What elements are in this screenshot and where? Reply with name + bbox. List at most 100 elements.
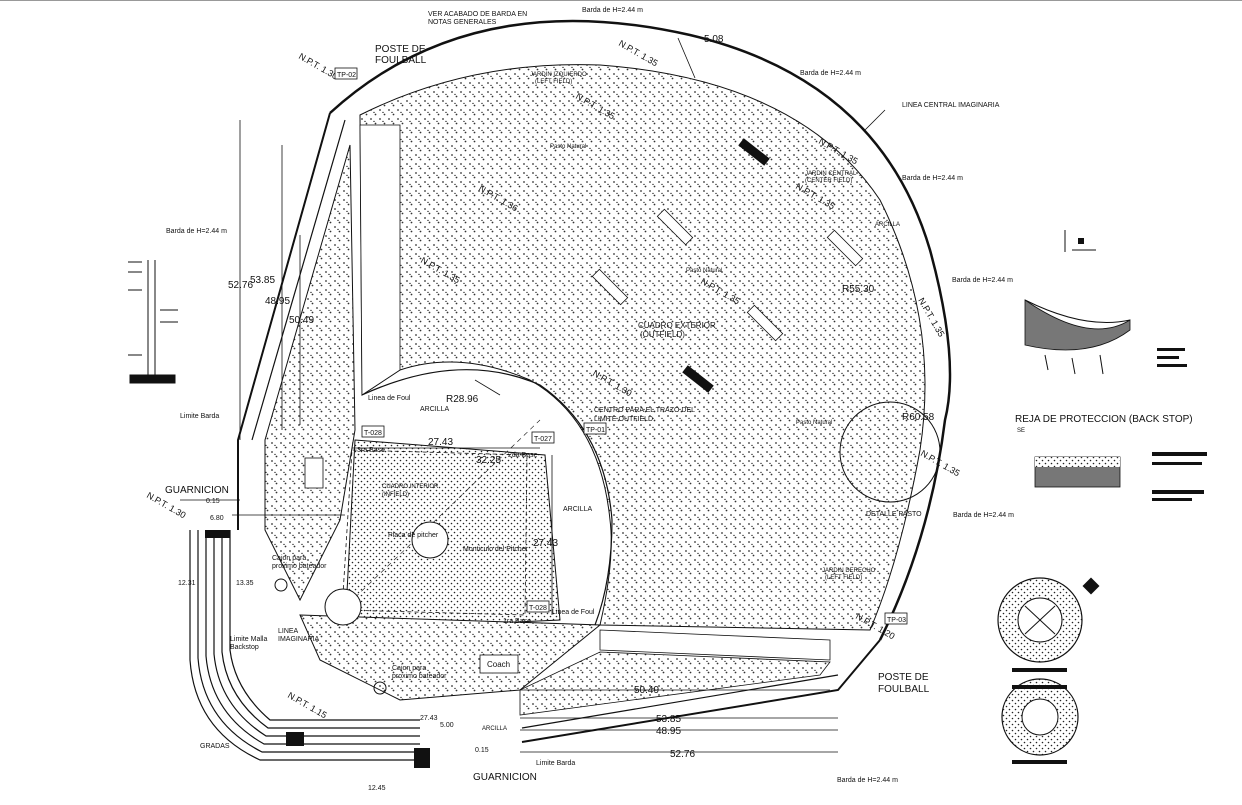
radius-6058: R60.58 [902,412,935,423]
section-detail-left [128,260,178,384]
tercera-base: 3ra Base [357,447,385,454]
barda-label-7: Barda de H=2.44 m [166,228,227,235]
cuadro-interior-1: CUADRO INTERIOR [382,484,439,490]
right-fence [521,639,881,743]
limite-barda-left: Limite Barda [180,413,219,420]
guarnicion-bottom: GUARNICION [473,772,537,783]
arcilla-2: ARCILLA [563,506,593,513]
npt-tag: N.P.T. 1.35 [617,38,660,68]
primera-base: 1ra Base [503,618,531,625]
jardin-cen-1: JARDIN CENTRAL [805,171,857,177]
pasto-natural-a: Pasto Natural [550,144,586,150]
centro-trazo-2: LIMITE OUTFIELD [594,416,653,423]
box-tp02: TP-02 [337,72,356,79]
reja-sub: SE [1017,428,1025,434]
cuadro-interior-2: (INFIELD) [382,492,409,498]
radius-2896: R28.96 [446,394,479,405]
poste-right-1: POSTE DE [878,672,929,683]
cajon-left-1: Cajon para [272,555,306,562]
home-plate-circle [324,588,362,626]
outer-fence [329,19,952,641]
jardin-izq-1: JARDIN IZQUIERDO [530,72,587,78]
left-foul-strip [264,144,356,602]
reja-title: REJA DE PROTECCION (BACK STOP) [1015,414,1193,425]
infield [344,439,561,631]
dim-5049: 50.49 [289,315,314,326]
arcilla-1: ARCILLA [420,406,450,413]
npt-tag: N.P.T. 1.15 [286,690,329,720]
cajon-left-2: proximo bateador [272,563,327,570]
pitcher-mound [411,521,449,559]
outfield-grass [359,64,926,631]
dim-5049-b: 50.49 [634,685,659,696]
circle-detail-2 [1001,678,1079,764]
linea-central-label: LINEA CENTRAL IMAGINARIA [902,102,1000,109]
limite-malla-2: Backstop [230,644,259,651]
linea-foul-b: Linea de Foul [552,609,595,616]
barda-label-6: Barda de H=2.44 m [837,777,898,784]
cuadro-exterior-1: CUADRO EXTERIOR [638,321,716,330]
note-ver-acabado-1: VER ACABADO DE BARDA EN [428,11,527,18]
pasto-natural-b: Pasto Natural [686,268,722,274]
dim-015: 0.15 [206,498,220,505]
dim-4895: 48.95 [265,296,290,307]
box-t028-b: T-028 [529,605,547,612]
box-tp03: TP-03 [887,617,906,624]
monticulo: Monticulo del Pitcher [463,546,529,553]
on-deck-circle-bottom [373,681,387,695]
centro-trazo-1: CENTRO PARA EL TRAZO DEL [594,407,695,414]
linea-imaginaria-1: LINEA [278,628,299,635]
arcilla-3: ARCILLA [875,222,900,228]
dim-4895-b: 48.95 [656,726,681,737]
poste-top-1: POSTE DE [375,44,426,55]
linea-foul-a: Linea de Foul [368,395,411,402]
box-tp01: TP-01 [586,427,605,434]
linea-imaginaria-2: IMAGINARIA [278,636,320,643]
on-deck-circle-left [274,578,288,592]
r60-circle [839,401,941,503]
dim-5276-b: 52.76 [670,749,695,760]
pasto-natural-c: Pasto Natural [796,420,832,426]
barda-label-5: Barda de H=2.44 m [953,512,1014,519]
dim-2743-c: 27.43 [420,715,438,722]
stair-top [205,530,230,538]
outfield-arrows [591,208,864,342]
dim-500: 5.00 [440,722,454,729]
stair-mid [286,732,304,746]
npt-tag: N.P.T. 1.30 [297,51,340,81]
limite-barda-bottom: Limite Barda [536,760,575,767]
dim-1245: 12.45 [368,785,386,792]
dim-2743-a: 27.43 [428,437,453,448]
dimension-lines [180,37,886,753]
dim-680: 6.80 [210,515,224,522]
poste-right-2: FOULBALL [878,684,930,695]
dim-5276: 52.76 [228,280,253,291]
placa-pitcher: Placa de pitcher [388,532,439,539]
dim-1335: 13.35 [236,580,254,587]
backstop-detail [1024,230,1207,501]
guarnicion-left: GUARNICION [165,485,229,496]
barda-label-2: Barda de H=2.44 m [800,70,861,77]
stair-bottom [414,748,430,768]
barda-label-1: Barda de H=2.44 m [582,7,643,14]
circle-detail-1 [997,577,1100,672]
radius-5530: R55.30 [842,284,875,295]
dim-2743-b: 27.43 [533,538,558,549]
dim-015-b: 0.15 [475,747,489,754]
barda-label-3: Barda de H=2.44 m [902,175,963,182]
cuadro-exterior-2: (OUTFIELD) [640,330,685,339]
note-ver-acabado-2: NOTAS GENERALES [428,19,497,26]
jardin-cen-2: (CENTER FIELD) [805,178,852,184]
arcilla-4: ARCILLA [482,726,507,732]
box-t027: T-027 [534,436,552,443]
dim-1231: 12.31 [178,580,196,587]
barda-label-4: Barda de H=2.44 m [952,277,1013,284]
home-area [299,614,602,701]
cajon-bottom-1: Cajon para [392,665,426,672]
limite-malla-1: Limite Malla [230,636,267,643]
box-coach: Coach [487,660,510,669]
dim-5385: 53.85 [250,275,275,286]
gradas-label: GRADAS [200,743,230,750]
